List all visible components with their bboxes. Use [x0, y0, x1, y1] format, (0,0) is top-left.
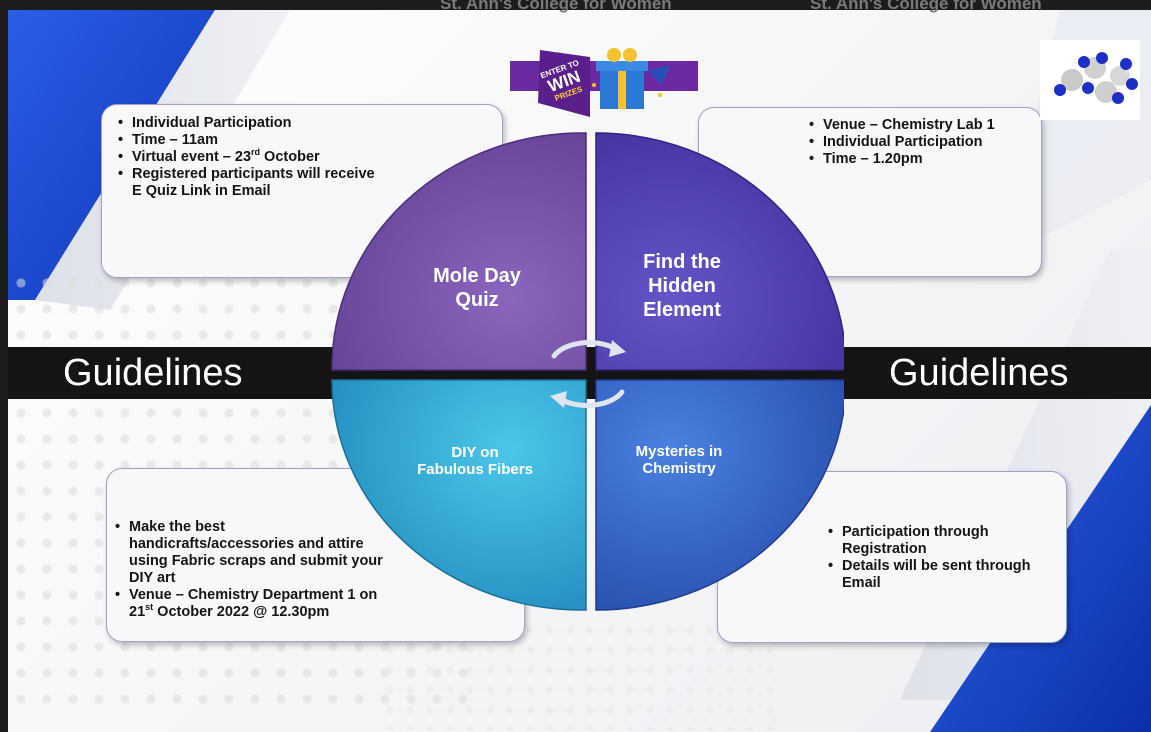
quadrant-mole-day-quiz	[331, 132, 587, 371]
faded-title-right: St. Ann's College for Women	[810, 0, 1042, 13]
guidelines-right: Guidelines	[889, 352, 1069, 394]
list-item: Venue – Chemistry Department 1 on 21st O…	[115, 587, 390, 621]
molecule-icon	[1040, 40, 1140, 120]
list-item: Participation through Registration	[828, 524, 1038, 558]
list-item: Registered participants will receive E Q…	[118, 166, 388, 200]
list-item: Make the best handicrafts/accessories an…	[115, 519, 390, 587]
quadrant-find-hidden-element	[595, 132, 844, 371]
quadrant-label-diy-fabulous-fibers: DIY on Fabulous Fibers	[417, 444, 533, 478]
win-prizes-badge: ENTER TO WIN PRIZES	[510, 48, 698, 117]
list-item: Venue – Chemistry Lab 1	[809, 117, 1041, 134]
cycle-arrows-icon	[550, 340, 626, 408]
quadrant-label-mysteries-chemistry: Mysteries in Chemistry	[635, 443, 723, 477]
left-bar	[0, 0, 8, 732]
quadrant-label-mole-day-quiz: Mole Day Quiz	[433, 265, 521, 311]
list-item: Time – 1.20pm	[809, 151, 1041, 168]
list-item: Time – 11am	[118, 132, 388, 149]
faded-title-left: St. Ann's College for Women	[440, 0, 672, 13]
top-bar	[0, 0, 1151, 10]
list-item: Individual Participation	[118, 115, 388, 132]
list-item: Virtual event – 23rd October	[118, 148, 388, 166]
quadrant-mysteries-chemistry	[595, 379, 844, 611]
list-item: Details will be sent through Email	[828, 558, 1038, 592]
guidelines-left: Guidelines	[63, 352, 243, 394]
quadrant-diy-fabulous-fibers	[331, 379, 587, 611]
list-item: Individual Participation	[809, 134, 1041, 151]
quadrant-label-find-hidden-element: Find the Hidden Element	[643, 251, 721, 321]
cycle-diagram	[331, 132, 844, 611]
